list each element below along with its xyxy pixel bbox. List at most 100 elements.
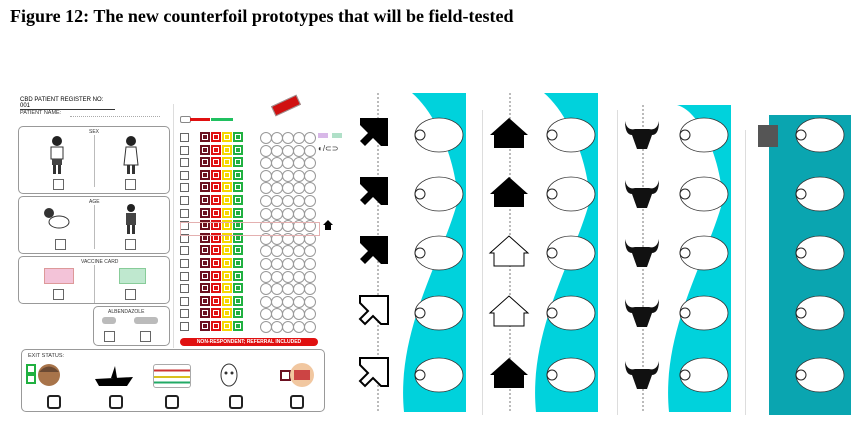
visit-circle[interactable] [304, 295, 316, 308]
muac-color-box[interactable] [222, 132, 232, 142]
muac-color-box[interactable] [233, 207, 243, 218]
muac-color-box[interactable] [222, 308, 232, 319]
muac-color-box[interactable] [211, 270, 221, 281]
vaccine-pink-checkbox[interactable] [53, 289, 64, 300]
age-infant-checkbox[interactable] [55, 239, 66, 250]
muac-color-box[interactable] [211, 169, 221, 180]
visit-circle[interactable] [304, 195, 316, 207]
muac-color-box[interactable] [222, 245, 232, 256]
muac-color-box[interactable] [211, 321, 221, 331]
muac-color-box[interactable] [233, 321, 243, 331]
visit-circle[interactable] [304, 132, 316, 144]
muac-color-box[interactable] [200, 144, 210, 155]
muac-color-box[interactable] [233, 258, 243, 268]
muac-color-box[interactable] [233, 270, 243, 281]
muac-color-box[interactable] [222, 144, 232, 155]
muac-color-box[interactable] [200, 321, 210, 331]
visit-checkbox[interactable] [180, 259, 189, 268]
muac-color-box[interactable] [211, 258, 221, 268]
muac-color-box[interactable] [200, 270, 210, 281]
visit-checkbox[interactable] [180, 322, 189, 331]
muac-color-box[interactable] [222, 207, 232, 218]
muac-color-box[interactable] [211, 283, 221, 294]
visit-checkbox[interactable] [180, 170, 189, 180]
visit-circle[interactable] [304, 144, 316, 157]
muac-color-box[interactable] [233, 157, 243, 168]
exit-nonrespondent-checkbox[interactable] [165, 395, 179, 409]
vaccine-green-checkbox[interactable] [125, 289, 136, 300]
muac-color-box[interactable] [222, 169, 232, 180]
visit-circle[interactable] [304, 321, 316, 333]
visit-circle[interactable] [304, 283, 316, 296]
albendazole-full-checkbox[interactable] [140, 331, 151, 342]
patient-name-field[interactable] [70, 116, 160, 117]
muac-color-box[interactable] [200, 245, 210, 256]
muac-color-box[interactable] [233, 169, 243, 180]
muac-color-box[interactable] [200, 283, 210, 294]
visit-checkbox[interactable] [180, 183, 189, 193]
muac-color-box[interactable] [211, 295, 221, 306]
muac-color-box[interactable] [200, 207, 210, 218]
muac-color-box[interactable] [233, 182, 243, 193]
muac-color-box[interactable] [200, 169, 210, 180]
albendazole-half-checkbox[interactable] [104, 331, 115, 342]
visit-circle[interactable] [304, 157, 316, 170]
visit-circle[interactable] [304, 270, 316, 283]
muac-color-box[interactable] [233, 195, 243, 205]
visit-circle[interactable] [304, 220, 316, 233]
muac-color-box[interactable] [222, 283, 232, 294]
visit-checkbox[interactable] [180, 296, 189, 306]
visit-checkbox[interactable] [180, 246, 189, 256]
muac-color-box[interactable] [200, 182, 210, 193]
muac-color-box[interactable] [222, 258, 232, 268]
visit-checkbox[interactable] [180, 196, 189, 205]
visit-circle[interactable] [304, 169, 316, 182]
muac-color-box[interactable] [233, 245, 243, 256]
muac-color-box[interactable] [222, 295, 232, 306]
sex-male-checkbox[interactable] [53, 179, 64, 190]
muac-color-box[interactable] [200, 295, 210, 306]
muac-color-box[interactable] [211, 207, 221, 218]
muac-color-box[interactable] [233, 308, 243, 319]
muac-color-box[interactable] [200, 132, 210, 142]
muac-color-box[interactable] [211, 144, 221, 155]
muac-color-box[interactable] [211, 195, 221, 205]
muac-color-box[interactable] [211, 157, 221, 168]
visit-circle[interactable] [304, 232, 316, 245]
visit-checkbox[interactable] [180, 284, 189, 294]
exit-died-checkbox[interactable] [109, 395, 123, 409]
muac-color-box[interactable] [200, 258, 210, 268]
muac-color-box[interactable] [200, 157, 210, 168]
muac-color-box[interactable] [200, 308, 210, 319]
visit-checkbox[interactable] [180, 158, 189, 168]
muac-color-box[interactable] [222, 157, 232, 168]
age-child-checkbox[interactable] [125, 239, 136, 250]
muac-color-box[interactable] [233, 132, 243, 142]
muac-color-box[interactable] [222, 321, 232, 331]
muac-color-box[interactable] [211, 308, 221, 319]
visit-checkbox[interactable] [180, 233, 189, 243]
exit-cured-checkbox[interactable] [47, 395, 61, 409]
muac-color-box[interactable] [222, 182, 232, 193]
visit-checkbox[interactable] [180, 309, 189, 319]
visit-circle[interactable] [304, 245, 316, 258]
muac-color-box[interactable] [233, 144, 243, 155]
muac-color-box[interactable] [200, 195, 210, 205]
muac-color-box[interactable] [222, 270, 232, 281]
visit-circle[interactable] [304, 207, 316, 220]
exit-defaulter-checkbox[interactable] [229, 395, 243, 409]
visit-checkbox[interactable] [180, 145, 189, 155]
muac-color-box[interactable] [211, 245, 221, 256]
visit-circle[interactable] [304, 308, 316, 321]
visit-checkbox[interactable] [180, 133, 189, 142]
visit-circle[interactable] [304, 258, 316, 270]
muac-color-box[interactable] [211, 182, 221, 193]
muac-color-box[interactable] [211, 132, 221, 142]
exit-referred-checkbox[interactable] [290, 395, 304, 409]
sex-female-checkbox[interactable] [125, 179, 136, 190]
visit-checkbox[interactable] [180, 271, 189, 281]
muac-color-box[interactable] [233, 283, 243, 294]
muac-color-box[interactable] [222, 195, 232, 205]
visit-checkbox[interactable] [180, 208, 189, 218]
visit-circle[interactable] [304, 182, 316, 195]
